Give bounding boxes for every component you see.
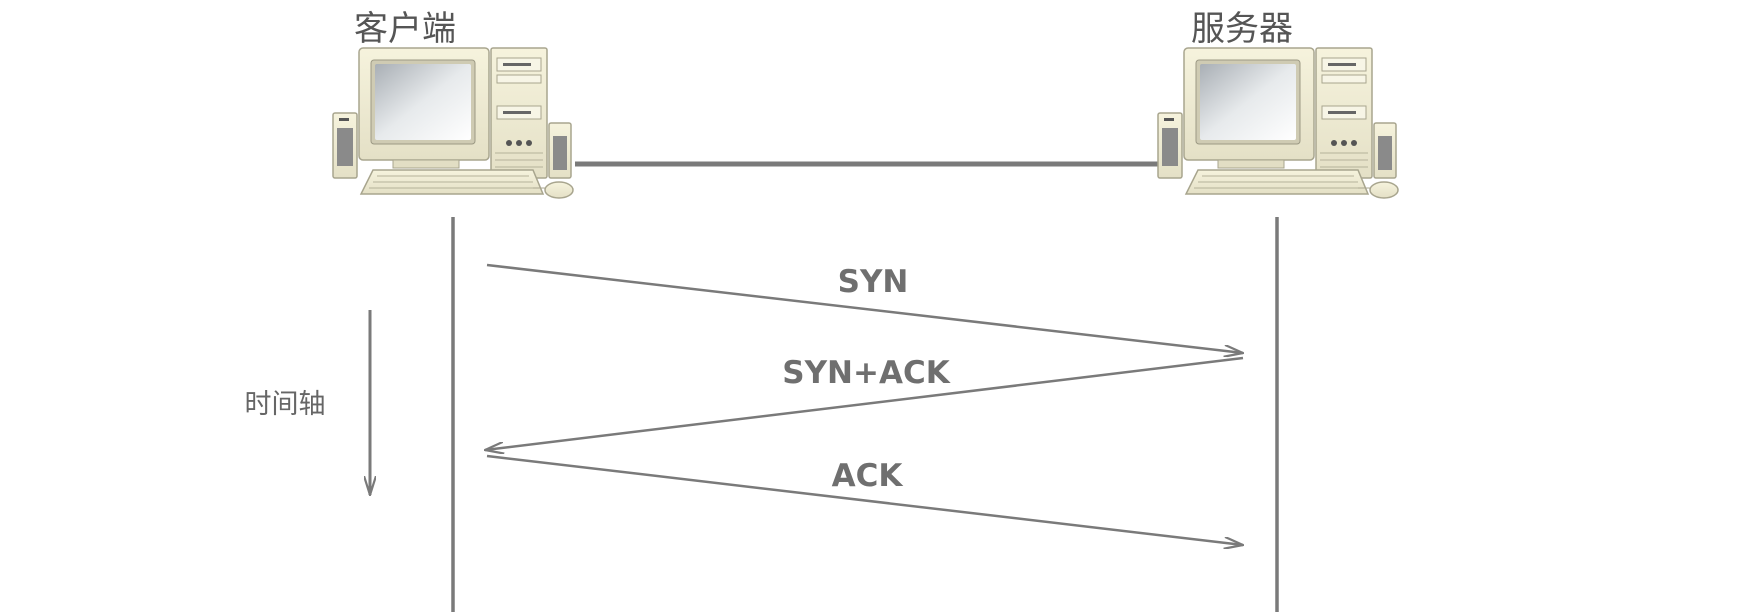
syn-ack-arrow <box>485 356 1244 450</box>
ack-arrow <box>486 454 1243 545</box>
time-axis-label: 时间轴 <box>245 389 326 420</box>
ack-label: ACK <box>832 458 904 494</box>
syn-label: SYN <box>838 264 909 300</box>
syn-arrow <box>486 263 1243 353</box>
client-computer-icon <box>332 47 574 199</box>
server-label: 服务器 <box>1191 9 1293 49</box>
syn-ack-label: SYN+ACK <box>782 355 950 391</box>
server-computer-icon <box>1157 47 1399 199</box>
client-label: 客户端 <box>354 9 456 49</box>
